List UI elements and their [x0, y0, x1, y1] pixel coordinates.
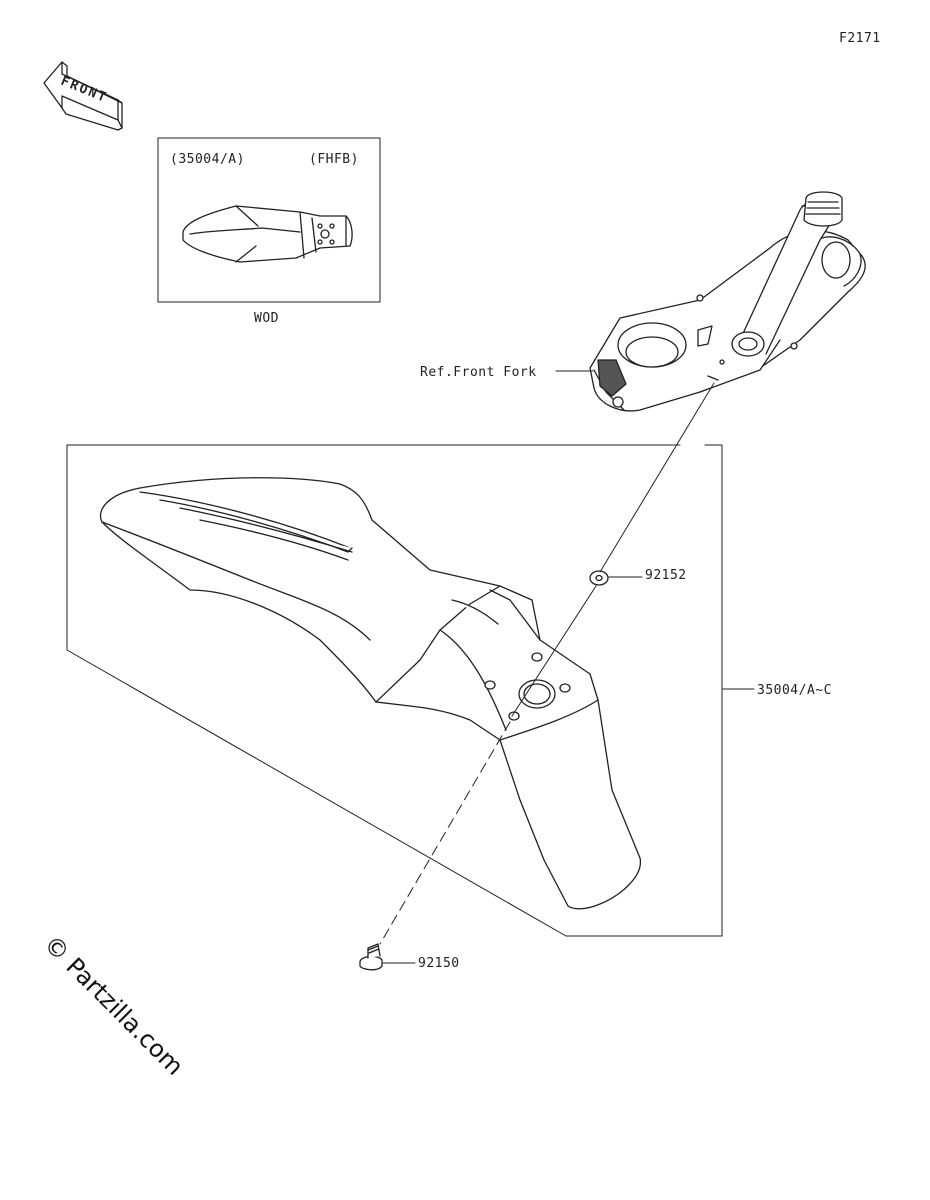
figure-id: F2171 — [839, 31, 881, 46]
front-arrow-icon — [43, 61, 123, 131]
bolt-icon — [359, 943, 383, 971]
callout-washer-92152[interactable]: 92152 — [645, 568, 687, 583]
inset-caption: WOD — [254, 311, 279, 326]
callout-bolt-92150[interactable]: 92150 — [418, 956, 460, 971]
callout-front-fork[interactable]: Ref.Front Fork — [420, 365, 537, 380]
front-fender-icon — [100, 477, 641, 910]
inset-box — [157, 137, 381, 303]
inset-part-ref: (35004/A) — [170, 152, 245, 167]
inset-fender-icon — [182, 205, 353, 263]
inset-code: (FHFB) — [309, 152, 359, 167]
triple-clamp-icon — [589, 191, 866, 412]
callout-fender-35004[interactable]: 35004/A~C — [757, 683, 832, 698]
washer-icon — [589, 570, 609, 586]
